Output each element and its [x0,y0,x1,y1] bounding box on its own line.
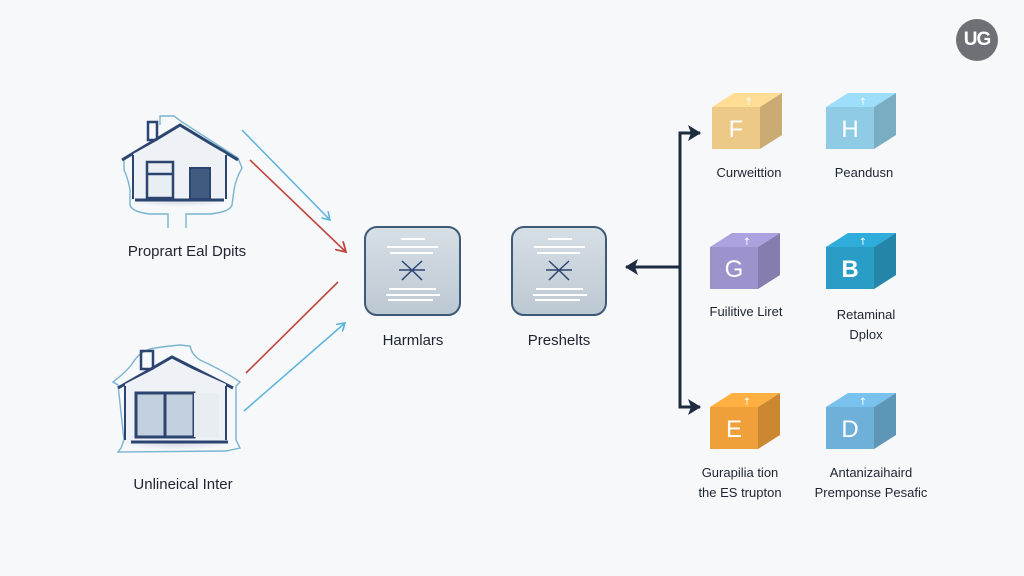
cube-top-glyph-icon: ↑ [743,397,751,408]
cube-front-face [712,107,760,149]
cube-side-face [874,233,896,289]
output-label-h: Peandusn [834,165,894,180]
output-label-g: Fuilitive Liret [709,304,783,319]
cube-side-face [760,93,782,149]
cube-front-face [826,407,874,449]
arrow-blue-top [241,129,330,220]
output-cube-h[interactable]: H↑ [826,93,896,149]
processor-label-1: Harmlars [382,332,444,349]
branch-connector [625,125,701,415]
cube-side-face [758,233,780,289]
cube-top-face [712,93,782,107]
cube-side-face [874,93,896,149]
processor-tile-2[interactable] [511,226,607,316]
cube-top-face [710,233,780,247]
cube-letter: B [841,256,858,283]
cube-top-glyph-icon: ↑ [859,97,867,108]
arrow-blue-bottom [243,323,345,412]
cube-top-face [710,393,780,407]
cube-letter: D [841,416,858,443]
cube-letter: F [729,116,744,143]
processor-label-2: Preshelts [527,332,591,349]
cube-top-face [826,233,896,247]
arrow-red-top [249,159,346,252]
house-icon-bottom [111,344,242,453]
cube-front-face [710,407,758,449]
cube-front-face [710,247,758,289]
cube-letter: G [725,256,744,283]
processor-tile-1[interactable] [364,226,461,316]
house-icon-top [121,115,243,228]
arrow-red-bottom [245,281,339,374]
cube-side-face [874,393,896,449]
cube-letter: H [841,116,858,143]
cube-top-face [826,93,896,107]
cube-top-glyph-icon: ↑ [859,237,867,248]
output-label-f: Curweittion [716,165,782,180]
cube-letter: E [726,416,742,443]
output-cube-e[interactable]: E↑ [710,393,780,449]
cube-front-face [826,247,874,289]
cube-top-face [826,393,896,407]
cube-top-glyph-icon: ↑ [745,97,753,108]
cube-top-glyph-icon: ↑ [743,237,751,248]
output-cube-b[interactable]: B↑ [826,233,896,289]
logo-badge: UG [956,19,998,61]
output-cube-d[interactable]: D↑ [826,393,896,449]
output-cube-g[interactable]: G↑ [710,233,780,289]
source-label-2: Unlineical Inter [133,476,233,493]
cube-side-face [758,393,780,449]
cube-front-face [826,107,874,149]
cube-top-glyph-icon: ↑ [859,397,867,408]
output-cube-f[interactable]: F↑ [712,93,782,149]
source-label-1: Proprart Eal Dpits [127,243,247,260]
